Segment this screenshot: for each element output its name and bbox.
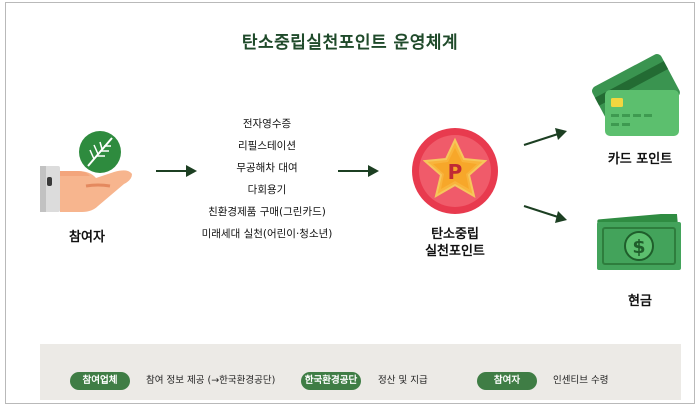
activity-item: 미래세대 실천(어린이·청소년) [201,228,333,240]
credit-card-icon [592,54,680,136]
cash-symbol: $ [632,236,645,258]
activity-item: 다회용기 [247,184,287,196]
diagram-frame [5,2,695,404]
hand-leaf-icon [40,131,132,212]
diagram-title: 탄소중립실천포인트 운영체계 [241,33,459,53]
footer-text: 참여 정보 제공 (→한국환경공단) [146,375,276,386]
cash-icon: $ [597,214,681,270]
activity-list: 전자영수증 리필스테이션 무공해차 대여 다회용기 친환경제품 구매(그린카드)… [192,113,342,245]
arrow-up-right-icon [523,128,567,146]
point-label-line2: 실천포인트 [425,244,485,259]
footer-tag: 참여업체 [70,372,130,390]
arrow-down-right-icon [523,205,567,223]
cash-label: 현금 [628,294,652,309]
activity-item: 리필스테이션 [238,140,296,152]
footer-text: 정산 및 지급 [378,375,428,386]
participant-label: 참여자 [69,230,105,245]
point-label: 탄소중립 실천포인트 [405,226,505,260]
point-coin-icon: P [412,128,498,214]
card-points-label: 카드 포인트 [607,152,673,167]
footer-text: 인센티브 수령 [553,375,609,386]
footer-tag: 참여자 [477,372,537,390]
footer-bar: 참여업체 참여 정보 제공 (→한국환경공단) 한국환경공단 정산 및 지급 참… [40,344,681,400]
arrow-right-icon [338,165,379,177]
point-symbol: P [448,160,463,184]
arrow-right-icon [156,165,197,177]
point-label-line1: 탄소중립 [431,227,479,242]
activity-item: 무공해차 대여 [236,162,298,174]
activity-item: 친환경제품 구매(그린카드) [208,206,326,218]
footer-tag: 한국환경공단 [301,372,361,390]
activity-item: 전자영수증 [242,118,292,130]
